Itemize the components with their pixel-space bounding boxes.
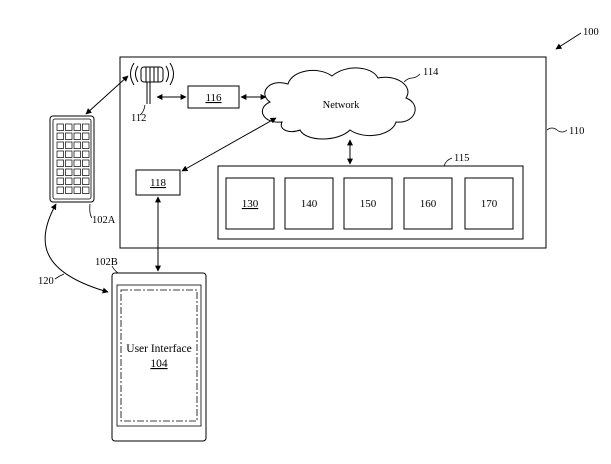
module-label-130: 130 [242, 198, 259, 210]
user-interface-frame [120, 289, 198, 422]
module-box-140 [284, 177, 334, 230]
user-interface-ref: 104 [150, 358, 168, 370]
module-group-box [217, 165, 524, 240]
module-label-170: 170 [481, 198, 498, 210]
keypad-key [56, 141, 64, 149]
keypad-key [82, 132, 90, 140]
antenna-ref-leader [139, 104, 146, 116]
keypad-key [56, 123, 64, 131]
system-box [119, 56, 547, 249]
network-label: Network [323, 100, 360, 111]
module-label-150: 150 [360, 198, 377, 210]
box-116 [187, 85, 240, 109]
module-boxes: 130 140 150 160 170 [225, 177, 514, 230]
keypad-key [56, 177, 64, 185]
box-116-label: 116 [205, 92, 222, 104]
figure-ref-arrow [555, 32, 582, 50]
antenna-icon [130, 62, 174, 104]
keypad-key [73, 150, 81, 158]
keypad-key [82, 141, 90, 149]
network-ref-label: 114 [423, 67, 439, 78]
keypad-key [73, 159, 81, 167]
module-group-ref-label: 115 [454, 153, 469, 164]
system-ref-label: 110 [569, 126, 584, 137]
keypad-key [65, 141, 73, 149]
keypad-key [73, 168, 81, 176]
keypad-key [73, 186, 81, 194]
arrow-device-a-antenna [85, 75, 129, 115]
keypad-key [56, 150, 64, 158]
keypad-key [82, 123, 90, 131]
module-box-170 [464, 177, 514, 230]
module-box-150 [343, 177, 393, 230]
device-b-ref-leader [111, 265, 119, 274]
keypad-key [65, 177, 73, 185]
keypad-key [56, 186, 64, 194]
device-b-screen [116, 284, 202, 427]
keypad-key [65, 150, 73, 158]
box-118 [135, 169, 181, 196]
link-ref-leader [54, 273, 65, 280]
module-label-160: 160 [420, 198, 437, 210]
keypad-key [73, 177, 81, 185]
keypad-key [82, 150, 90, 158]
device-b-ref-label: 102B [95, 257, 118, 268]
keypad-key [82, 186, 90, 194]
keypad-key [56, 132, 64, 140]
device-b-body [111, 272, 207, 442]
keypad-key [56, 159, 64, 167]
keypad-key [73, 132, 81, 140]
keypad-key [65, 186, 73, 194]
arrow-118-network [181, 117, 277, 172]
user-interface-label: User Interface [126, 343, 191, 355]
module-box-160 [403, 177, 453, 230]
antenna-ref-label: 112 [131, 113, 146, 124]
system-ref-leader [546, 127, 568, 133]
network-cloud [261, 67, 416, 140]
device-a-ref-label: 102A [92, 215, 116, 226]
module-label-140: 140 [301, 198, 318, 210]
module-box-130 [225, 177, 275, 230]
keypad-key [82, 159, 90, 167]
keypad-key [73, 123, 81, 131]
figure-ref-label: 100 [583, 27, 599, 38]
keypad-key [82, 177, 90, 185]
keypad-key [65, 123, 73, 131]
keypad-key [82, 168, 90, 176]
keypad-key [56, 168, 64, 176]
link-120-curve [44, 203, 109, 294]
network-ref-leader [403, 73, 421, 83]
device-a-icon [49, 115, 95, 203]
keypad-key [65, 159, 73, 167]
link-ref-label: 120 [38, 276, 54, 287]
keypad-key [65, 132, 73, 140]
keypad-key [73, 141, 81, 149]
module-group-ref-leader [443, 157, 453, 167]
box-118-label: 118 [150, 177, 167, 189]
keypad-key [65, 168, 73, 176]
